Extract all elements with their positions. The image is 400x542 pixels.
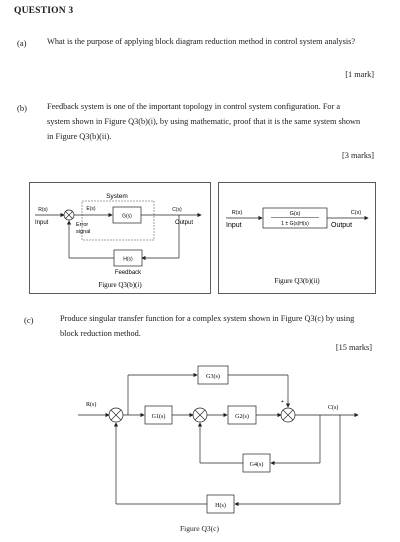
g2-label: G2(s): [235, 413, 249, 420]
figure-q3-b-i: System R(s) E(s) C(s) G(s) H(s) Input Er…: [29, 182, 211, 294]
figure-frame: [218, 182, 376, 294]
figure-q3-b-ii: R(s) C(s) G(s) 1 ± G(s)H(s) Input Output…: [218, 182, 376, 294]
fig-b-ii-caption: Figure Q3(b)(ii): [274, 277, 320, 285]
g1-label: G1(s): [152, 413, 166, 420]
part-c-marks: [15 marks]: [335, 343, 372, 352]
tf-numerator: G(s): [290, 211, 301, 217]
signal-label: signal: [76, 229, 90, 235]
output-label: Output: [175, 220, 193, 226]
c-label: C(s): [328, 404, 338, 411]
part-c-text: Produce singular transfer function for a…: [60, 314, 355, 338]
r-label: R(s): [38, 207, 48, 213]
output-label: Output: [331, 222, 352, 229]
system-dashed-box: [81, 200, 155, 241]
sign-plus: +: [281, 399, 284, 405]
h-block-label: H(s): [123, 257, 133, 263]
g4-label: G4(s): [250, 461, 264, 468]
c-label: C(s): [351, 210, 362, 216]
e-label: E(s): [86, 206, 96, 212]
r-label: R(s): [86, 401, 96, 408]
fig-c-caption: Figure Q3(c): [180, 524, 219, 533]
error-label: Error: [76, 222, 88, 228]
summing-junction-1: [108, 407, 124, 423]
question-heading: QUESTION 3: [14, 6, 74, 16]
tf-denominator: 1 ± G(s)H(s): [281, 221, 309, 227]
feedback-label: Feedback: [115, 270, 142, 276]
c-label: C(s): [172, 207, 182, 213]
figure-q3-c: R(s) G1(s) G2(s) C(s) G3(s) + G4(s) H(s): [78, 365, 359, 514]
part-b-label: (b): [17, 103, 27, 113]
g-block-label: G(s): [122, 214, 132, 220]
system-label: System: [106, 193, 128, 200]
part-b-marks: [3 marks]: [341, 151, 374, 160]
part-a-label: (a): [17, 38, 27, 48]
part-b-text: Feedback system is one of the important …: [47, 102, 361, 141]
part-a-marks: [1 mark]: [345, 70, 374, 79]
summing-junction-2: [192, 407, 208, 423]
r-label: R(s): [232, 210, 243, 216]
part-c-label: (c): [24, 315, 34, 325]
fig-b-i-caption: Figure Q3(b)(i): [98, 281, 142, 289]
figure-frame: [29, 182, 211, 294]
input-label: Input: [35, 220, 49, 226]
part-a-text: What is the purpose of applying block di…: [47, 37, 356, 46]
h-label: H(s): [215, 502, 226, 509]
input-label: Input: [226, 222, 242, 229]
g3-label: G3(s): [206, 373, 220, 380]
summing-junction-3: [280, 407, 296, 423]
